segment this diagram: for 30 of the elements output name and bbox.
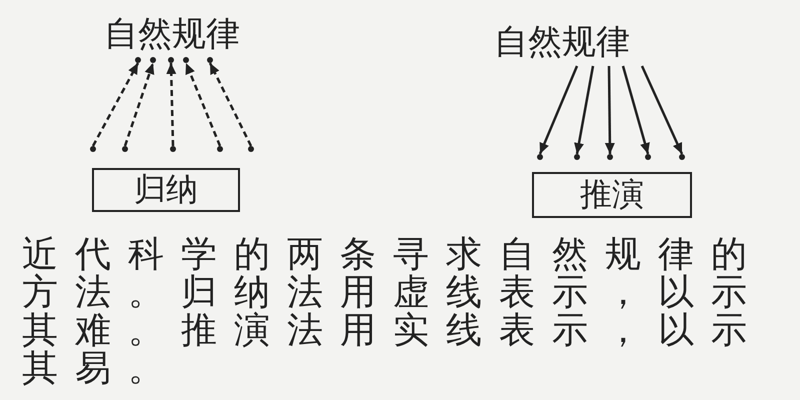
method-box: 归纳 — [92, 168, 240, 212]
arrow — [622, 66, 650, 154]
arrow — [92, 62, 140, 147]
heading-text: 自然规律 — [490, 22, 634, 66]
arrow — [574, 66, 594, 154]
caption-text: 近代科学的两条寻求自然规律的方法。归纳法用虚线表示，以示其难。推演法用实线表示，以示其易。 — [22, 236, 765, 388]
dot — [574, 154, 580, 160]
arrow — [640, 65, 684, 155]
arrow — [184, 62, 222, 146]
dot — [537, 154, 543, 160]
method-box: 推演 — [532, 172, 692, 218]
dot — [217, 146, 223, 152]
dot — [168, 57, 174, 63]
arrow — [538, 66, 578, 154]
dot — [207, 57, 213, 63]
dot — [248, 146, 254, 152]
arrow — [166, 62, 176, 146]
dot — [679, 154, 685, 160]
dot — [150, 57, 156, 63]
dot — [170, 146, 176, 152]
arrow — [208, 62, 252, 147]
dot — [607, 154, 613, 160]
heading-text: 自然规律 — [100, 14, 244, 54]
arrow — [124, 62, 154, 146]
dot — [183, 57, 189, 63]
dot — [645, 154, 651, 160]
dot — [122, 146, 128, 152]
dot — [135, 57, 141, 63]
arrow — [604, 66, 615, 154]
dot — [90, 146, 96, 152]
